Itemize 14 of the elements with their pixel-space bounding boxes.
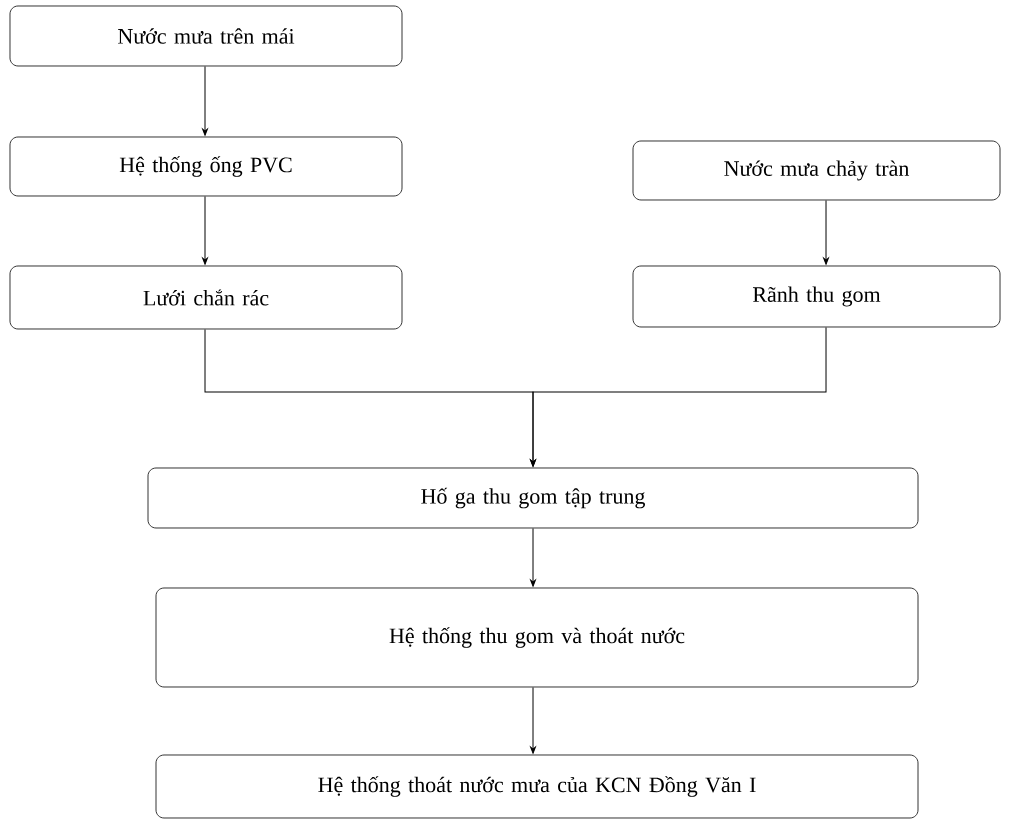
arrow: [823, 199, 829, 265]
arrow: [530, 326, 827, 467]
process-box: Rãnh thu gom: [632, 265, 1001, 328]
process-box: Hệ thống thoát nước mưa của KCN Đồng Văn I: [155, 754, 919, 819]
arrow: [530, 527, 536, 587]
process-box: Nước mưa chảy tràn: [632, 140, 1001, 201]
arrow: [202, 65, 208, 136]
process-box: Hố ga thu gom tập trung: [147, 467, 919, 529]
process-box: Hệ thống thu gom và thoát nước: [155, 587, 919, 688]
process-box: Lưới chắn rác: [9, 265, 403, 330]
arrow: [202, 195, 208, 265]
arrow: [530, 686, 536, 754]
process-box: Hệ thống ống PVC: [9, 136, 403, 197]
process-box: Nước mưa trên mái: [9, 5, 403, 67]
